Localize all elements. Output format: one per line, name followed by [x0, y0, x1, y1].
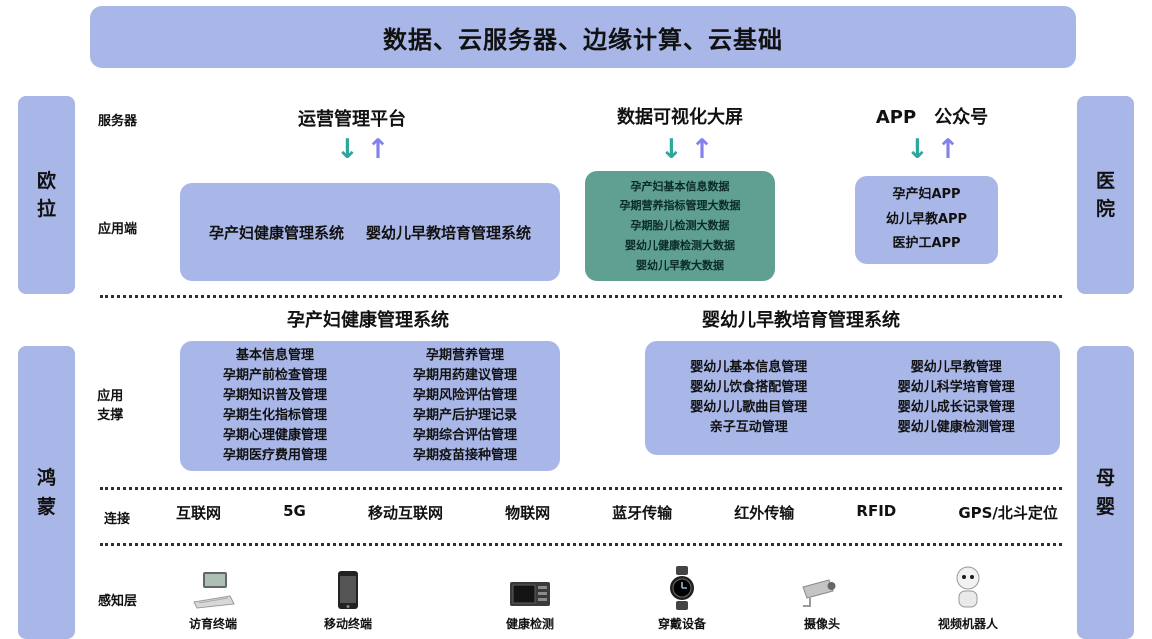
support-item: 孕期医疗费用管理 — [222, 448, 327, 464]
support-column: 基本信息管理 孕期产前检查管理 孕期知识普及管理 孕期生化指标管理 孕期心理健康… — [223, 346, 327, 467]
row-label-app: 应用端 — [98, 222, 138, 237]
support-item: 孕期产前检查管理 — [222, 367, 327, 383]
support-column: 孕期营养管理 孕期用药建议管理 孕期风险评估管理 孕期产后护理记录 孕期综合评估… — [413, 346, 517, 467]
perception-label: 健康检测 — [505, 617, 554, 631]
sidebar-right-bottom-muying: 母婴 — [1077, 346, 1134, 639]
connect-row: 互联网 5G 移动互联网 物联网 蓝牙传输 红外传输 RFID GPS/北斗定位 — [176, 502, 1058, 523]
camera-icon — [799, 556, 845, 610]
dotted-divider-1 — [100, 295, 1062, 298]
sidebar-label: 母婴 — [1095, 467, 1115, 518]
big-data-item: 孕期胎儿检测大数据 — [630, 219, 730, 233]
health-monitor-icon — [508, 556, 552, 610]
big-data-item: 婴幼儿健康检测大数据 — [625, 238, 735, 252]
wearable-icon — [667, 556, 697, 610]
header-data-visual-screen: 数据可视化大屏 — [617, 107, 743, 128]
connect-item: 物联网 — [505, 504, 551, 522]
perception-label: 视频机器人 — [937, 617, 998, 631]
connect-item: 移动互联网 — [367, 504, 443, 522]
apps-box: 孕产妇APP 幼儿早教APP 医护工APP — [855, 176, 998, 264]
arrow-pair-dashboard: ↓ ↑ — [660, 136, 713, 163]
support-item: 孕期营养管理 — [425, 347, 504, 363]
dotted-divider-2 — [100, 487, 1062, 490]
support-item: 孕期产后护理记录 — [412, 408, 517, 423]
support-item: 婴幼儿基本信息管理 — [690, 359, 808, 375]
support-column: 婴幼儿基本信息管理 婴幼儿饮食搭配管理 婴幼儿儿歌曲目管理 亲子互动管理 — [690, 358, 807, 439]
terminal-icon — [190, 556, 236, 610]
perception-label: 访育终端 — [188, 617, 237, 631]
support-item: 婴幼儿健康检测管理 — [897, 420, 1015, 436]
connect-item: 红外传输 — [734, 504, 795, 522]
app-systems-box: 孕产妇健康管理系统 婴幼儿早教培育管理系统 — [180, 183, 560, 281]
dotted-divider-3 — [100, 543, 1062, 546]
support-item: 孕期风险评估管理 — [412, 387, 517, 403]
header-app-official-account: APP 公众号 — [875, 107, 989, 128]
perception-item: 穿戴设备 — [627, 556, 737, 632]
support-item: 婴幼儿早教管理 — [910, 359, 1002, 375]
row-label-server: 服务器 — [98, 114, 138, 129]
row-label-support: 应用支撑 — [97, 389, 124, 423]
support-item: 基本信息管理 — [235, 347, 314, 363]
big-data-item: 婴幼儿早教大数据 — [636, 258, 724, 272]
support-left-title: 孕产妇健康管理系统 — [287, 310, 449, 331]
support-right-title: 婴幼儿早教培育管理系统 — [702, 310, 900, 331]
sidebar-right-top-hospital: 医院 — [1077, 96, 1134, 294]
support-item: 亲子互动管理 — [709, 420, 788, 436]
app-item: 孕产妇APP — [892, 186, 961, 202]
arrow-pair-app: ↓ ↑ — [906, 136, 959, 163]
support-item: 孕期知识普及管理 — [222, 387, 327, 403]
connect-item: RFID — [856, 502, 897, 520]
arrow-down-icon: ↓ — [336, 134, 359, 165]
system-name: 孕产妇健康管理系统 — [208, 223, 344, 242]
top-banner: 数据、云服务器、边缘计算、云基础 — [90, 6, 1076, 68]
support-item: 婴幼儿科学培育管理 — [897, 379, 1015, 395]
app-item: 幼儿早教APP — [885, 211, 968, 227]
banner-title: 数据、云服务器、边缘计算、云基础 — [383, 25, 783, 54]
perception-item: 摄像头 — [767, 556, 877, 632]
big-data-item: 孕期营养指标管理大数据 — [619, 199, 741, 213]
big-data-item: 孕产妇基本信息数据 — [630, 179, 730, 193]
support-box-infant: 婴幼儿基本信息管理 婴幼儿饮食搭配管理 婴幼儿儿歌曲目管理 亲子互动管理 婴幼儿… — [645, 341, 1060, 455]
sidebar-label: 鸿蒙 — [36, 467, 56, 518]
perception-label: 摄像头 — [803, 617, 840, 631]
row-label-perception: 感知层 — [98, 594, 138, 609]
perception-item: 健康检测 — [475, 556, 585, 632]
perception-item: 移动终端 — [293, 556, 403, 632]
sidebar-left-top-oula: 欧拉 — [18, 96, 75, 294]
arrow-up-icon: ↑ — [366, 134, 390, 165]
connect-item: 互联网 — [176, 504, 222, 522]
perception-item: 访育终端 — [158, 556, 268, 632]
system-name: 婴幼儿早教培育管理系统 — [366, 223, 532, 242]
arrow-up-icon: ↑ — [936, 134, 960, 165]
arrow-up-icon: ↑ — [690, 134, 714, 165]
sidebar-label: 医院 — [1095, 169, 1115, 221]
connect-item: 5G — [283, 502, 306, 520]
connect-item: GPS/北斗定位 — [958, 504, 1058, 522]
support-item: 孕期生化指标管理 — [222, 408, 327, 423]
mobile-icon — [337, 556, 359, 610]
header-operation-platform: 运营管理平台 — [298, 109, 406, 130]
connect-item: 蓝牙传输 — [612, 504, 673, 522]
support-item: 孕期用药建议管理 — [412, 367, 517, 383]
big-data-box: 孕产妇基本信息数据 孕期营养指标管理大数据 孕期胎儿检测大数据 婴幼儿健康检测大… — [585, 171, 775, 281]
support-item: 婴幼儿儿歌曲目管理 — [690, 400, 808, 415]
support-item: 孕期心理健康管理 — [222, 428, 327, 444]
support-item: 孕期综合评估管理 — [412, 428, 517, 444]
sidebar-label: 欧拉 — [36, 169, 56, 221]
app-item: 医护工APP — [892, 236, 961, 252]
arrow-down-icon: ↓ — [906, 134, 929, 165]
arrow-pair-platform: ↓ ↑ — [336, 136, 389, 163]
support-item: 婴幼儿饮食搭配管理 — [690, 379, 808, 395]
robot-icon — [951, 556, 985, 610]
support-item: 婴幼儿成长记录管理 — [897, 400, 1015, 415]
support-column: 婴幼儿早教管理 婴幼儿科学培育管理 婴幼儿成长记录管理 婴幼儿健康检测管理 — [898, 358, 1015, 439]
row-label-connect: 连接 — [104, 512, 131, 527]
perception-label: 穿戴设备 — [657, 617, 706, 631]
support-box-maternal: 基本信息管理 孕期产前检查管理 孕期知识普及管理 孕期生化指标管理 孕期心理健康… — [180, 341, 560, 471]
support-item: 孕期疫苗接种管理 — [412, 448, 517, 464]
sidebar-left-bottom-hongmeng: 鸿蒙 — [18, 346, 75, 639]
perception-item: 视频机器人 — [913, 556, 1023, 632]
perception-label: 移动终端 — [323, 617, 372, 631]
arrow-down-icon: ↓ — [660, 134, 683, 165]
